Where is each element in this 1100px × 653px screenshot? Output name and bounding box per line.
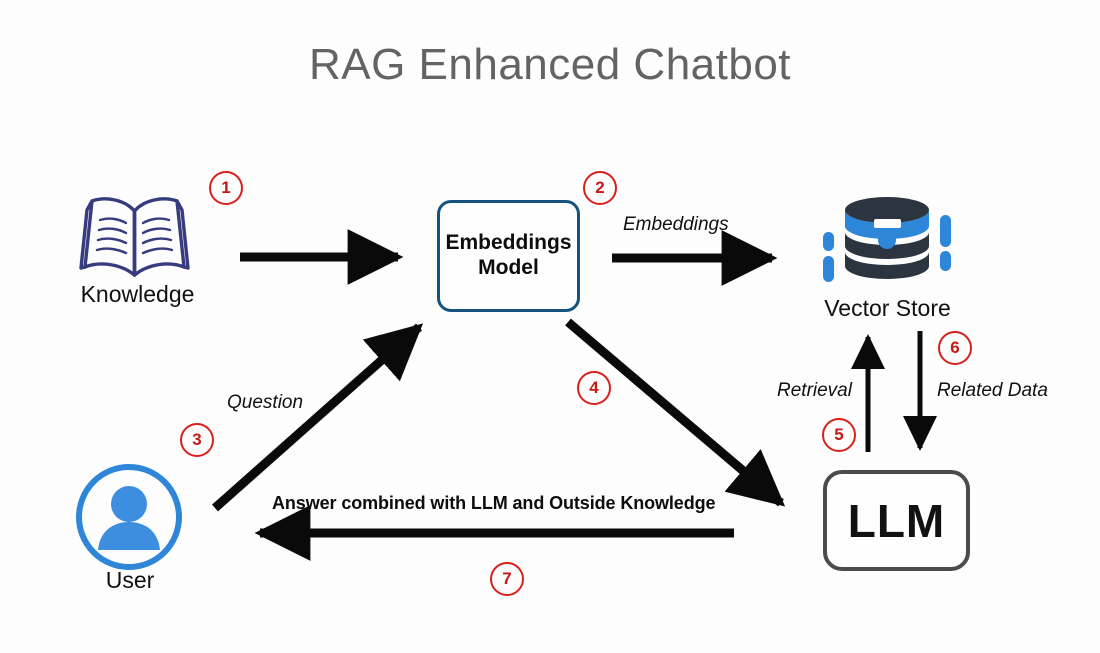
embeddings-model-line1: Embeddings xyxy=(445,231,572,255)
edge-label-answer: Answer combined with LLM and Outside Kno… xyxy=(272,493,716,513)
database-icon xyxy=(812,188,962,296)
llm-label: LLM xyxy=(847,494,946,547)
edge-label-retrieval: Retrieval xyxy=(777,380,852,401)
edge-label-related-data: Related Data xyxy=(937,380,1048,401)
step-badge-5: 5 xyxy=(822,418,856,452)
embeddings-model-node[interactable]: Embeddings Model xyxy=(437,200,580,312)
arrow-user-to-embeddings xyxy=(212,323,424,512)
page-title: RAG Enhanced Chatbot xyxy=(308,40,792,89)
step-badge-2: 2 xyxy=(583,171,617,205)
step-badge-4: 4 xyxy=(577,371,611,405)
step-badge-1: 1 xyxy=(209,171,243,205)
edge-label-embeddings: Embeddings xyxy=(623,214,729,235)
vector-store-label: Vector Store xyxy=(824,295,951,321)
user-avatar-icon xyxy=(74,462,184,572)
step-badge-6: 6 xyxy=(938,331,972,365)
llm-node[interactable]: LLM xyxy=(823,470,970,571)
step-badge-3: 3 xyxy=(180,423,214,457)
edge-label-question: Question xyxy=(227,392,304,413)
arrow-embeddings-to-llm xyxy=(565,318,786,507)
embeddings-model-line2: Model xyxy=(478,256,539,279)
step-badge-7: 7 xyxy=(490,562,524,596)
open-book-icon xyxy=(73,192,196,284)
user-label: User xyxy=(105,567,155,593)
knowledge-label: Knowledge xyxy=(80,281,195,307)
